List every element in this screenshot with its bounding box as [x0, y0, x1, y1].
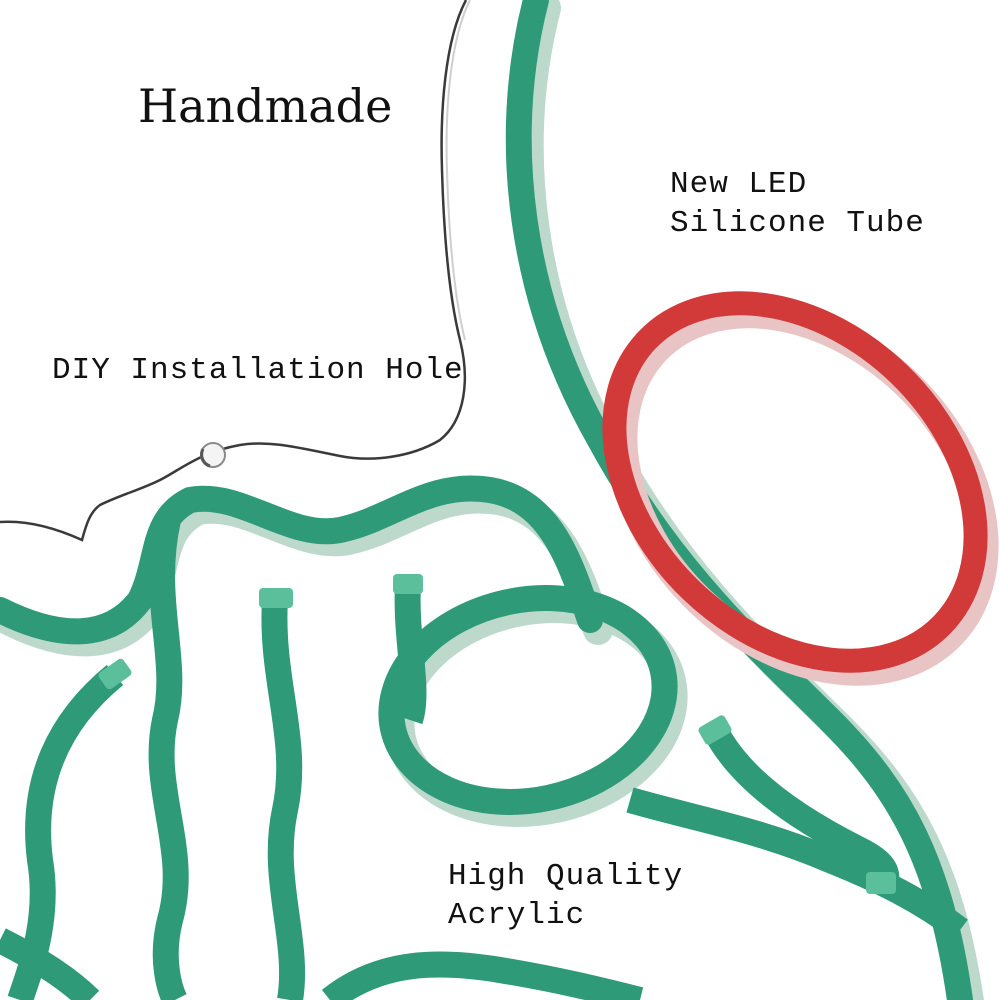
label-acrylic: High Quality Acrylic — [448, 858, 683, 936]
green-tube-wave — [0, 475, 603, 645]
label-led-line2: Silicone Tube — [670, 205, 925, 241]
installation-hole-shadow — [200, 448, 211, 468]
green-tube-loop — [378, 585, 678, 815]
acrylic-board-edge-highlight — [445, 0, 471, 341]
green-tube-arc — [505, 0, 973, 1000]
label-led-line1: New LED — [670, 167, 808, 202]
red-tube-loop — [602, 291, 988, 673]
green-tube-strands — [0, 517, 968, 1000]
label-installation-hole: DIY Installation Hole — [52, 353, 464, 388]
acrylic-board-edge — [0, 0, 468, 542]
label-acrylic-line1: High Quality — [448, 859, 684, 894]
green-tube-end-caps — [98, 574, 896, 894]
label-led-silicone-tube: New LED Silicone Tube — [670, 166, 925, 244]
label-handmade: Handmade — [138, 79, 393, 133]
label-acrylic-line2: Acrylic — [448, 897, 586, 933]
